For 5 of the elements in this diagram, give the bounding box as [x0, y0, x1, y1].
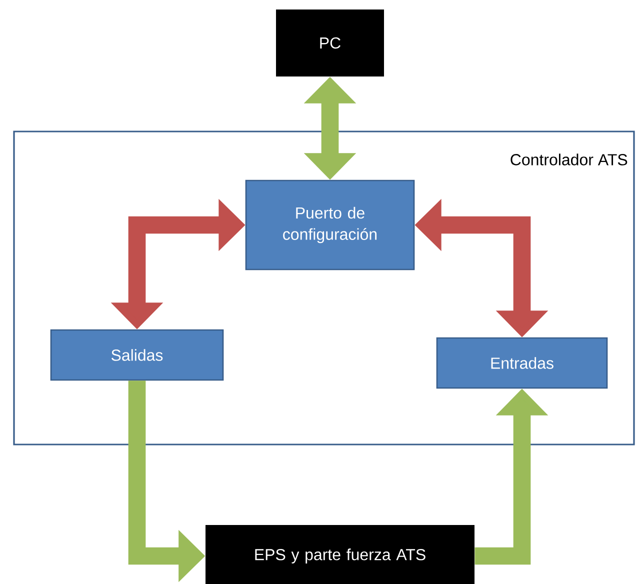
- system-box: EPS y parte fuerza ATS: [206, 525, 474, 584]
- system-box: PC: [276, 10, 384, 76]
- process-box: Entradas: [436, 337, 608, 389]
- process-box: Salidas: [50, 329, 224, 381]
- process-box: Puerto de configuración: [245, 180, 415, 270]
